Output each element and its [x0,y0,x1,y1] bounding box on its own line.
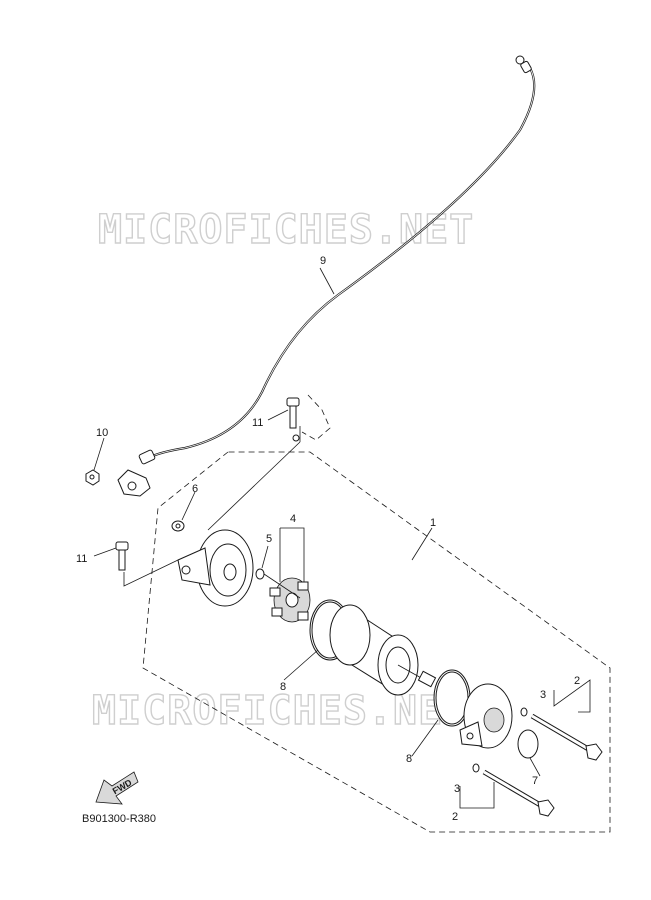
brush-holder-4[interactable] [269,577,311,623]
fwd-arrow-icon: FWD [95,771,139,805]
callout-11-upper: 11 [252,417,263,429]
callout-4: 4 [290,513,296,525]
starter-cable[interactable] [138,55,536,465]
terminal-clamp[interactable] [117,469,151,497]
o-ring-5[interactable] [255,568,265,580]
callout-2-lower: 2 [452,811,458,823]
o-ring-7[interactable] [517,729,539,759]
armature-shaft-rear [263,573,301,599]
diagram-code: B901300-R380 [82,813,156,825]
callout-2-upper: 2 [574,675,580,687]
nut-10[interactable] [85,469,100,486]
callout-11-lower: 11 [76,553,87,565]
assembly-boundary [142,451,611,833]
washer-6[interactable] [171,520,185,532]
callout-6: 6 [192,483,198,495]
callout-9: 9 [320,255,326,267]
bolt-11-lower[interactable] [115,541,129,571]
callout-5: 5 [266,533,272,545]
through-bolt-2-lower[interactable] [472,763,555,817]
mount-bracket [292,394,331,442]
callout-10: 10 [96,427,108,439]
callout-3-lower: 3 [454,783,460,795]
callout-8-lower: 8 [406,753,412,765]
watermark-bottom: MICROFICHES.NET [92,688,468,734]
callout-8-upper: 8 [280,681,286,693]
bolt-11-upper[interactable] [286,397,300,429]
leader-lines [93,267,591,809]
o-ring-8-lower[interactable] [433,669,471,727]
callout-1: 1 [430,517,436,529]
starter-front-cover[interactable] [459,683,513,749]
through-bolt-2-upper[interactable] [520,707,603,761]
watermark-top: MICROFICHES.NET [98,207,474,253]
starter-yoke[interactable] [329,604,437,696]
callout-3-upper: 3 [540,689,546,701]
starter-rear-cover[interactable] [177,529,254,607]
callout-7: 7 [532,775,538,787]
